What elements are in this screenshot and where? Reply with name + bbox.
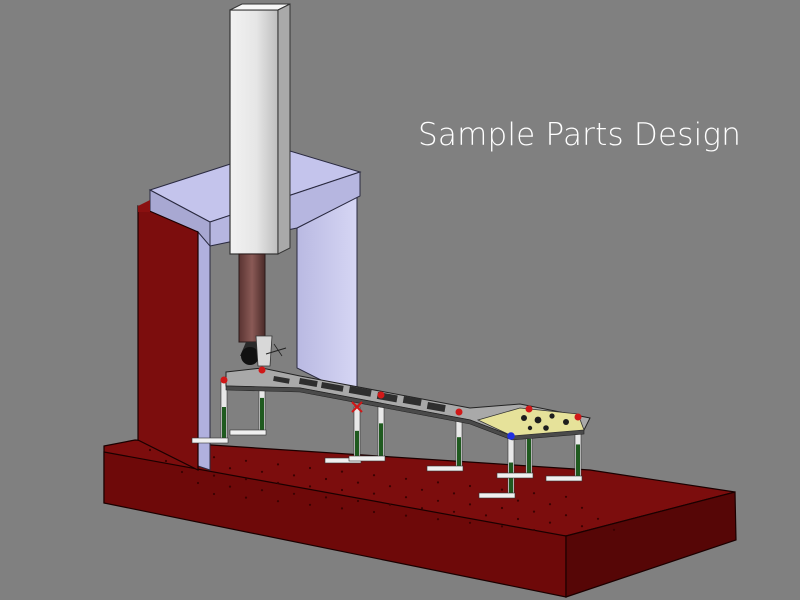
fixture-supports (191, 369, 583, 499)
sample-part (225, 367, 591, 441)
base-hole (372, 510, 376, 514)
base-hole (212, 456, 216, 459)
base-hole (532, 510, 536, 513)
base-hole (148, 448, 152, 452)
base-hole (420, 488, 424, 491)
marker-x-icon (351, 401, 363, 413)
support-post (348, 394, 386, 462)
base-plate (103, 439, 737, 598)
base-hole (228, 485, 232, 488)
base-hole (404, 514, 408, 517)
base-hole (164, 459, 168, 463)
base-hole (356, 499, 360, 503)
base-hole (436, 499, 440, 502)
base-hole (244, 478, 248, 481)
base-hole (564, 495, 568, 498)
base-hole (484, 514, 488, 517)
base-hole (500, 506, 504, 510)
base-hole (212, 492, 216, 496)
base-hole (372, 492, 376, 495)
base-hole (308, 485, 312, 488)
marker-red-icon (455, 408, 463, 416)
base-hole (276, 481, 280, 484)
bridge (137, 147, 362, 471)
base-hole (180, 470, 184, 474)
base-hole (244, 496, 248, 499)
base-hole (388, 503, 392, 506)
probe-head (238, 253, 287, 367)
base-hole (548, 503, 552, 506)
base-hole (500, 488, 504, 491)
base-hole (580, 525, 584, 528)
marker-red-icon (220, 376, 228, 384)
base-hole (308, 503, 312, 506)
base-hole (228, 467, 232, 470)
base-hole (596, 517, 600, 520)
base-hole (292, 492, 296, 495)
base-hole (244, 459, 248, 462)
marker-red-icon (258, 366, 266, 374)
base-hole (420, 507, 424, 510)
base-hole (196, 481, 200, 485)
base-hole (548, 521, 552, 524)
base-hole (404, 496, 408, 499)
marker-blue-icon (507, 432, 515, 440)
base-hole (388, 485, 392, 488)
base-hole (468, 503, 472, 506)
base-hole (516, 517, 520, 521)
base-hole (324, 496, 328, 499)
z-column (229, 3, 291, 255)
base-hole (340, 507, 344, 510)
marker-red-icon (525, 405, 533, 413)
base-hole (516, 499, 520, 502)
marker-red-icon (574, 413, 582, 421)
marker-red-icon (377, 391, 385, 399)
base-hole (580, 506, 584, 509)
base-hole (564, 514, 568, 517)
support-post (496, 408, 534, 479)
base-hole (356, 481, 360, 484)
base-hole (532, 492, 536, 495)
base-hole (340, 488, 344, 492)
caption-title: Sample Parts Design (418, 117, 742, 153)
base-hole (452, 492, 456, 495)
base-hole (436, 481, 440, 484)
base-hole-grid (148, 448, 616, 532)
base-hole (372, 474, 376, 477)
base-hole (500, 525, 504, 528)
base-hole (292, 474, 296, 477)
base-hole (612, 528, 616, 531)
base-hole (452, 510, 456, 513)
base-hole (276, 500, 280, 503)
base-hole (260, 470, 264, 473)
base-hole (276, 463, 280, 466)
base-hole (532, 528, 536, 532)
base-hole (324, 477, 328, 481)
base-hole (260, 489, 264, 492)
base-hole (212, 474, 216, 477)
base-hole (404, 477, 408, 480)
base-hole (436, 518, 440, 521)
base-hole (468, 521, 472, 524)
measurement-markers (220, 366, 582, 440)
base-hole (340, 470, 344, 473)
base-hole (308, 466, 312, 470)
support-post (229, 369, 267, 436)
base-hole (468, 484, 472, 488)
